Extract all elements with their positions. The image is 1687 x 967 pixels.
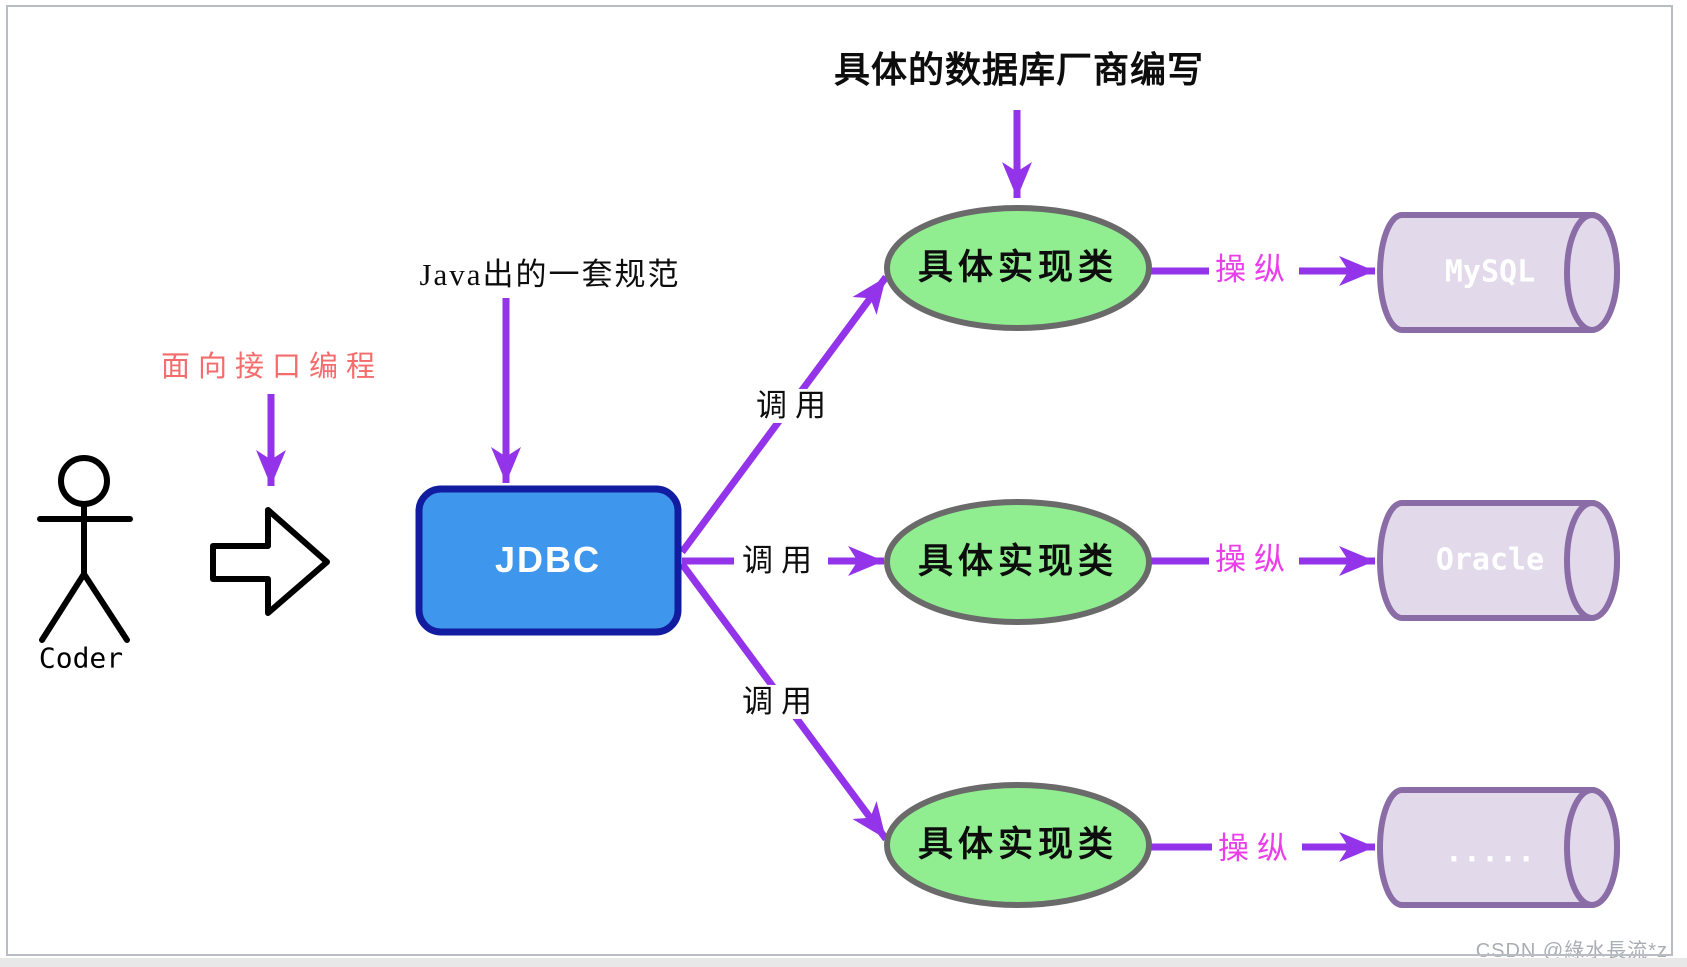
impl-class-label-2: 具体实现类: [917, 541, 1119, 581]
impl-class-ellipse-2: [884, 499, 1152, 625]
cylinder-cap: [1564, 212, 1620, 333]
stick-figure-leg-right: [81, 571, 130, 643]
coder-label: Coder: [38, 641, 124, 675]
call-edge-label-1: 调用: [748, 388, 842, 424]
operate-edge-label-1: 操纵: [1209, 252, 1299, 288]
db-label-other: .....: [1444, 834, 1536, 870]
interface-oriented-note: 面向接口编程: [160, 351, 384, 384]
impl-class-ellipse-3: [884, 782, 1152, 908]
db-label-oracle: Oracle: [1435, 542, 1545, 578]
stick-figure-head: [58, 455, 110, 507]
impl-class-label-3: 具体实现类: [917, 824, 1119, 864]
impl-class-label-1: 具体实现类: [917, 247, 1119, 287]
jdbc-label: JDBC: [494, 539, 602, 581]
db-label-mysql: MySQL: [1444, 254, 1536, 290]
call-edge-label-3: 调用: [734, 684, 828, 720]
impl-class-ellipse-1: [884, 205, 1152, 331]
coder-stick-figure-icon: [37, 455, 133, 643]
bottom-edge-strip: [0, 958, 1687, 967]
call-edge-label-2: 调用: [734, 543, 828, 579]
database-cylinder-oracle: [1377, 500, 1620, 621]
vendor-note-title: 具体的数据库厂商编写: [833, 50, 1205, 91]
database-cylinder-mysql: [1377, 212, 1620, 333]
java-spec-note: Java出的一套规范: [419, 256, 681, 292]
cylinder-cap: [1564, 787, 1620, 908]
cylinder-cap: [1564, 500, 1620, 621]
database-cylinder-other: [1377, 787, 1620, 908]
stick-figure-leg-left: [39, 571, 87, 643]
block-arrow-right-icon: [210, 507, 330, 616]
csdn-watermark: CSDN @綠水長流*z: [1475, 940, 1668, 962]
jdbc-box: [415, 485, 682, 636]
operate-edge-label-3: 操纵: [1212, 831, 1302, 867]
operate-edge-label-2: 操纵: [1209, 542, 1299, 578]
